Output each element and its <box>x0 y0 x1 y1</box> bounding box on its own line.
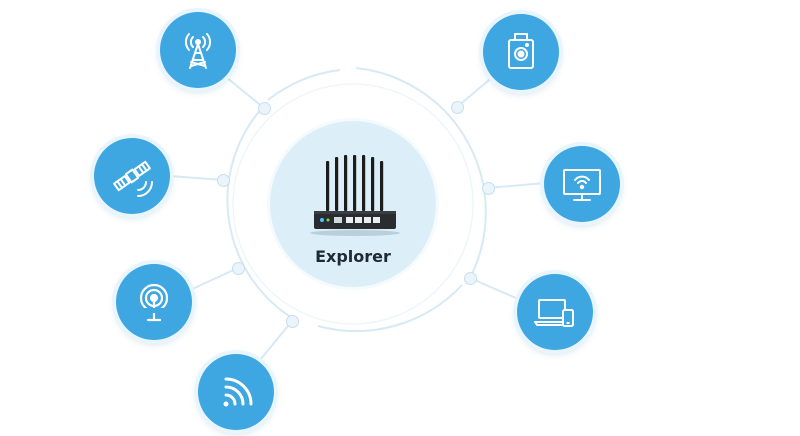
junction-dot-cell-tower <box>258 102 271 115</box>
junction-dot-laptop <box>464 272 477 285</box>
satellite-node <box>94 138 170 214</box>
cell-tower-node <box>160 12 236 88</box>
connector-antenna <box>189 267 239 291</box>
cell-tower-icon <box>185 33 211 69</box>
inner-ring <box>232 83 474 325</box>
router-icon <box>310 155 400 236</box>
connector-tv <box>487 182 546 189</box>
smart-tv-icon <box>563 169 601 201</box>
junction-dot-wifi <box>286 315 299 328</box>
satellite-icon <box>113 160 153 197</box>
broadcast-antenna-node <box>116 264 192 340</box>
center-label: Explorer <box>315 247 391 266</box>
outer-ring-right-arc <box>355 67 487 279</box>
outer-ring-bottom-arc <box>317 284 463 333</box>
junction-dot-tv <box>482 182 495 195</box>
outer-ring-left-arc <box>226 107 293 319</box>
wifi-node <box>198 354 274 430</box>
connector-wifi <box>259 320 293 361</box>
laptop-phone-icon <box>534 299 574 327</box>
junction-dot-antenna <box>232 262 245 275</box>
wifi-icon <box>223 377 253 407</box>
smart-tv-node <box>544 146 620 222</box>
center-node: Explorer <box>270 121 436 287</box>
junction-dot-dashcam <box>451 101 464 114</box>
connector-dashcam <box>456 74 496 108</box>
broadcast-antenna-icon <box>139 283 169 322</box>
laptop-phone-node <box>517 274 593 350</box>
outer-ring-top-arc <box>267 69 341 101</box>
connector-laptop <box>469 277 526 303</box>
junction-dot-satellite <box>217 174 230 187</box>
connector-satellite <box>169 175 224 181</box>
dashcam-icon <box>508 33 534 69</box>
dashcam-node <box>483 14 559 90</box>
